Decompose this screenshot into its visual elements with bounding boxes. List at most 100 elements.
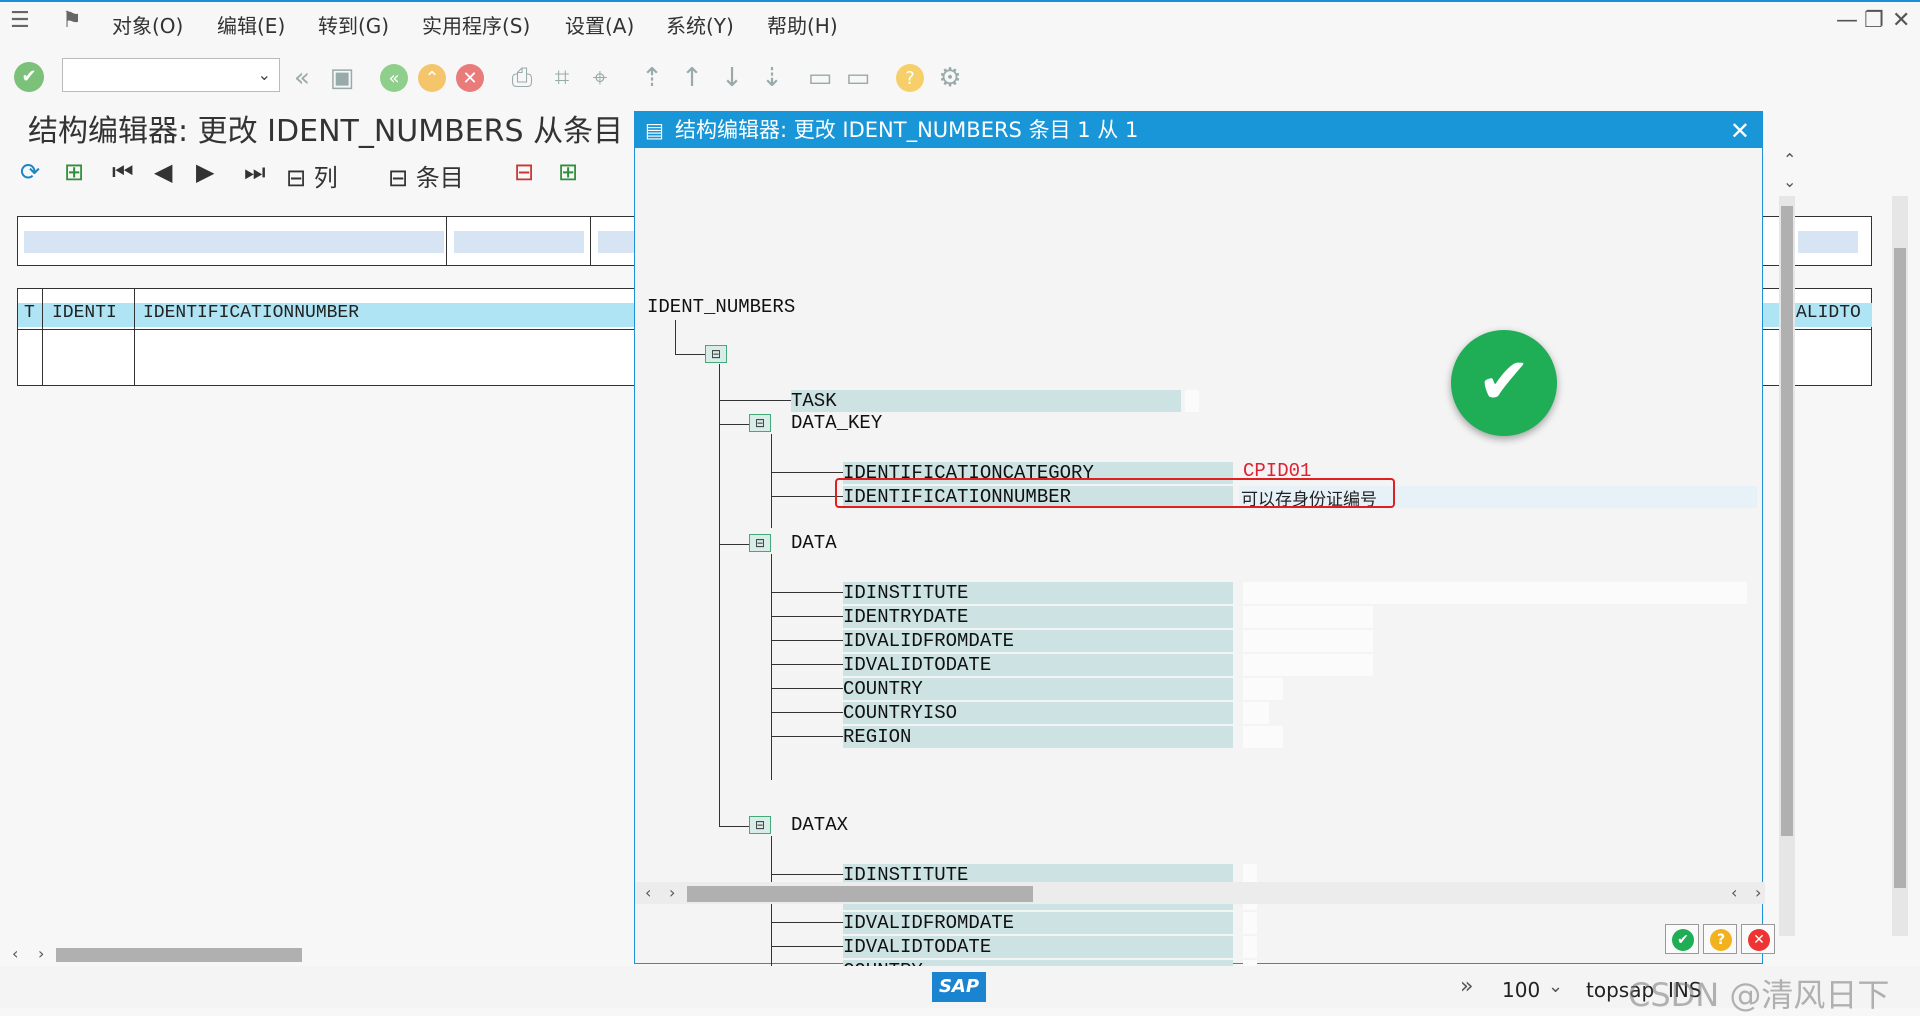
menu-edit[interactable]: 编辑(E) (217, 14, 286, 38)
back-icon[interactable]: « (380, 64, 408, 92)
datax-field-row: IDINSTITUTE (843, 864, 1233, 886)
back-double-icon[interactable]: « (294, 63, 310, 93)
previous-entry-icon[interactable]: ◀ (154, 158, 173, 186)
find-icon[interactable]: ⌗ (554, 63, 570, 93)
data-field-value[interactable] (1243, 654, 1373, 676)
value-task[interactable] (1185, 390, 1199, 412)
close-window-button[interactable]: ✕ (1892, 8, 1911, 33)
insert-row-icon[interactable]: ⊞ (558, 158, 579, 186)
datax-field-value[interactable] (1243, 864, 1257, 886)
entries-button[interactable]: ⊟ 条目 (388, 158, 464, 193)
confirm-button[interactable]: ✔ (1665, 924, 1699, 954)
folder-icon[interactable]: ⊟ (705, 345, 727, 363)
columns-button[interactable]: ⊟ 列 (286, 158, 338, 193)
value-identificationnumber[interactable]: 可以存身份证编号 (1241, 490, 1377, 510)
datax-field-value[interactable] (1243, 936, 1257, 958)
exit-icon[interactable]: ⌃ (418, 64, 446, 92)
col-header-validto[interactable]: ALIDTO (1796, 303, 1861, 323)
menu-icon[interactable]: ☰ (10, 8, 30, 33)
dialog-title-bar: ▤ 结构编辑器: 更改 IDENT_NUMBERS 条目 1 从 1 ✕ (635, 112, 1762, 148)
print-icon[interactable]: ⎙ (511, 63, 533, 93)
key-field-4[interactable] (1798, 231, 1858, 253)
col-header-identnumber[interactable]: IDENTIFICATIONNUMBER (143, 303, 360, 323)
prev-page-icon[interactable]: ↑ (681, 63, 703, 93)
shortcut-icon[interactable]: ▭ (845, 63, 871, 93)
insert-mode[interactable]: INS (1668, 978, 1702, 1002)
menu-utilities[interactable]: 实用程序(S) (422, 14, 531, 38)
last-page-icon[interactable]: ⇣ (761, 63, 783, 93)
first-page-icon[interactable]: ⇡ (641, 63, 663, 93)
menu-object[interactable]: 对象(O) (112, 14, 184, 38)
data-field-label: IDVALIDTODATE (843, 654, 992, 676)
help-icon[interactable]: ? (896, 64, 924, 92)
menu-settings[interactable]: 设置(A) (565, 14, 635, 38)
data-field-row: IDENTRYDATE (843, 606, 1233, 628)
first-entry-icon[interactable]: ⏮ (112, 158, 134, 186)
expand-status-icon[interactable]: » (1460, 974, 1474, 999)
data-field-value[interactable] (1243, 726, 1283, 748)
menu-help[interactable]: 帮助(H) (767, 14, 838, 38)
dialog-vscroll[interactable] (1779, 196, 1795, 936)
datax-field-value[interactable] (1243, 912, 1257, 934)
gear-icon[interactable]: ⚙ (938, 63, 962, 93)
tree-connector (771, 496, 843, 497)
save-icon[interactable]: ▣ (329, 63, 355, 93)
value-identificationnumber-field[interactable] (1239, 486, 1757, 508)
scroll-thumb[interactable] (1894, 248, 1906, 888)
folder-icon[interactable]: ⊟ (749, 414, 771, 432)
next-page-icon[interactable]: ↓ (721, 63, 743, 93)
scroll-thumb[interactable] (1781, 206, 1793, 836)
scroll-thumb[interactable] (56, 948, 302, 962)
tree-connector (771, 640, 843, 641)
chevron-right-icon[interactable]: › (669, 883, 676, 902)
menu-system[interactable]: 系统(Y) (666, 14, 734, 38)
new-session-icon[interactable]: ▭ (807, 63, 833, 93)
value-identificationcategory[interactable]: CPID01 (1243, 460, 1312, 482)
dialog-hscroll[interactable]: ‹ › ‹ › (635, 882, 1765, 904)
node-datax: DATAX (791, 814, 849, 836)
col-header-t[interactable]: T (24, 303, 35, 323)
help-button[interactable]: ? (1703, 924, 1737, 954)
cancel-button[interactable]: ✕ (1741, 924, 1775, 954)
key-field-2[interactable] (454, 231, 584, 253)
close-icon[interactable]: ✕ (1729, 117, 1750, 145)
enter-check-icon[interactable]: ✔ (14, 62, 44, 92)
cancel-icon[interactable]: ✕ (456, 64, 484, 92)
chevron-left-icon[interactable]: ‹ (1731, 883, 1738, 902)
data-field-value[interactable] (1243, 678, 1283, 700)
refresh-icon[interactable]: ⟳ (20, 158, 41, 186)
col-header-identi[interactable]: IDENTI (52, 303, 117, 323)
next-entry-icon[interactable]: ▶ (196, 158, 215, 186)
restore-button[interactable]: ❐ (1864, 8, 1884, 33)
chevron-up-icon[interactable]: ⌃ (1783, 150, 1797, 169)
minimize-button[interactable]: — (1836, 8, 1858, 33)
chevron-right-icon[interactable]: › (38, 944, 45, 963)
field-task: TASK (791, 390, 1181, 412)
menu-goto[interactable]: 转到(G) (318, 14, 390, 38)
hierarchy-icon[interactable]: ⊞ (64, 158, 85, 186)
chevron-right-icon[interactable]: › (1755, 883, 1762, 902)
main-vscroll[interactable] (1892, 196, 1908, 936)
command-field[interactable]: ⌄ (62, 58, 280, 92)
key-field-1[interactable] (24, 231, 444, 253)
chevron-down-icon[interactable]: ⌄ (257, 65, 271, 84)
main-hscroll[interactable]: ‹ › (0, 944, 640, 964)
chevron-down-icon[interactable]: ⌄ (1548, 976, 1564, 997)
key-field-3[interactable] (598, 231, 638, 253)
folder-icon[interactable]: ⊟ (749, 534, 771, 552)
folder-icon[interactable]: ⊟ (749, 816, 771, 834)
data-field-value[interactable] (1243, 630, 1373, 652)
scroll-thumb[interactable] (687, 886, 1033, 902)
delete-row-icon[interactable]: ⊟ (514, 158, 535, 186)
find-next-icon[interactable]: ⌖ (592, 63, 608, 93)
layout-menu-icon[interactable]: ⚑ (62, 8, 82, 33)
zoom-value[interactable]: 100 (1502, 978, 1541, 1002)
chevron-left-icon[interactable]: ‹ (12, 944, 19, 963)
data-field-value[interactable] (1243, 702, 1269, 724)
tree-connector (719, 544, 749, 545)
last-entry-icon[interactable]: ⏭ (244, 158, 266, 186)
chevron-down-icon[interactable]: ⌄ (1783, 172, 1797, 191)
chevron-left-icon[interactable]: ‹ (645, 883, 652, 902)
data-field-value[interactable] (1243, 582, 1747, 604)
data-field-value[interactable] (1243, 606, 1373, 628)
